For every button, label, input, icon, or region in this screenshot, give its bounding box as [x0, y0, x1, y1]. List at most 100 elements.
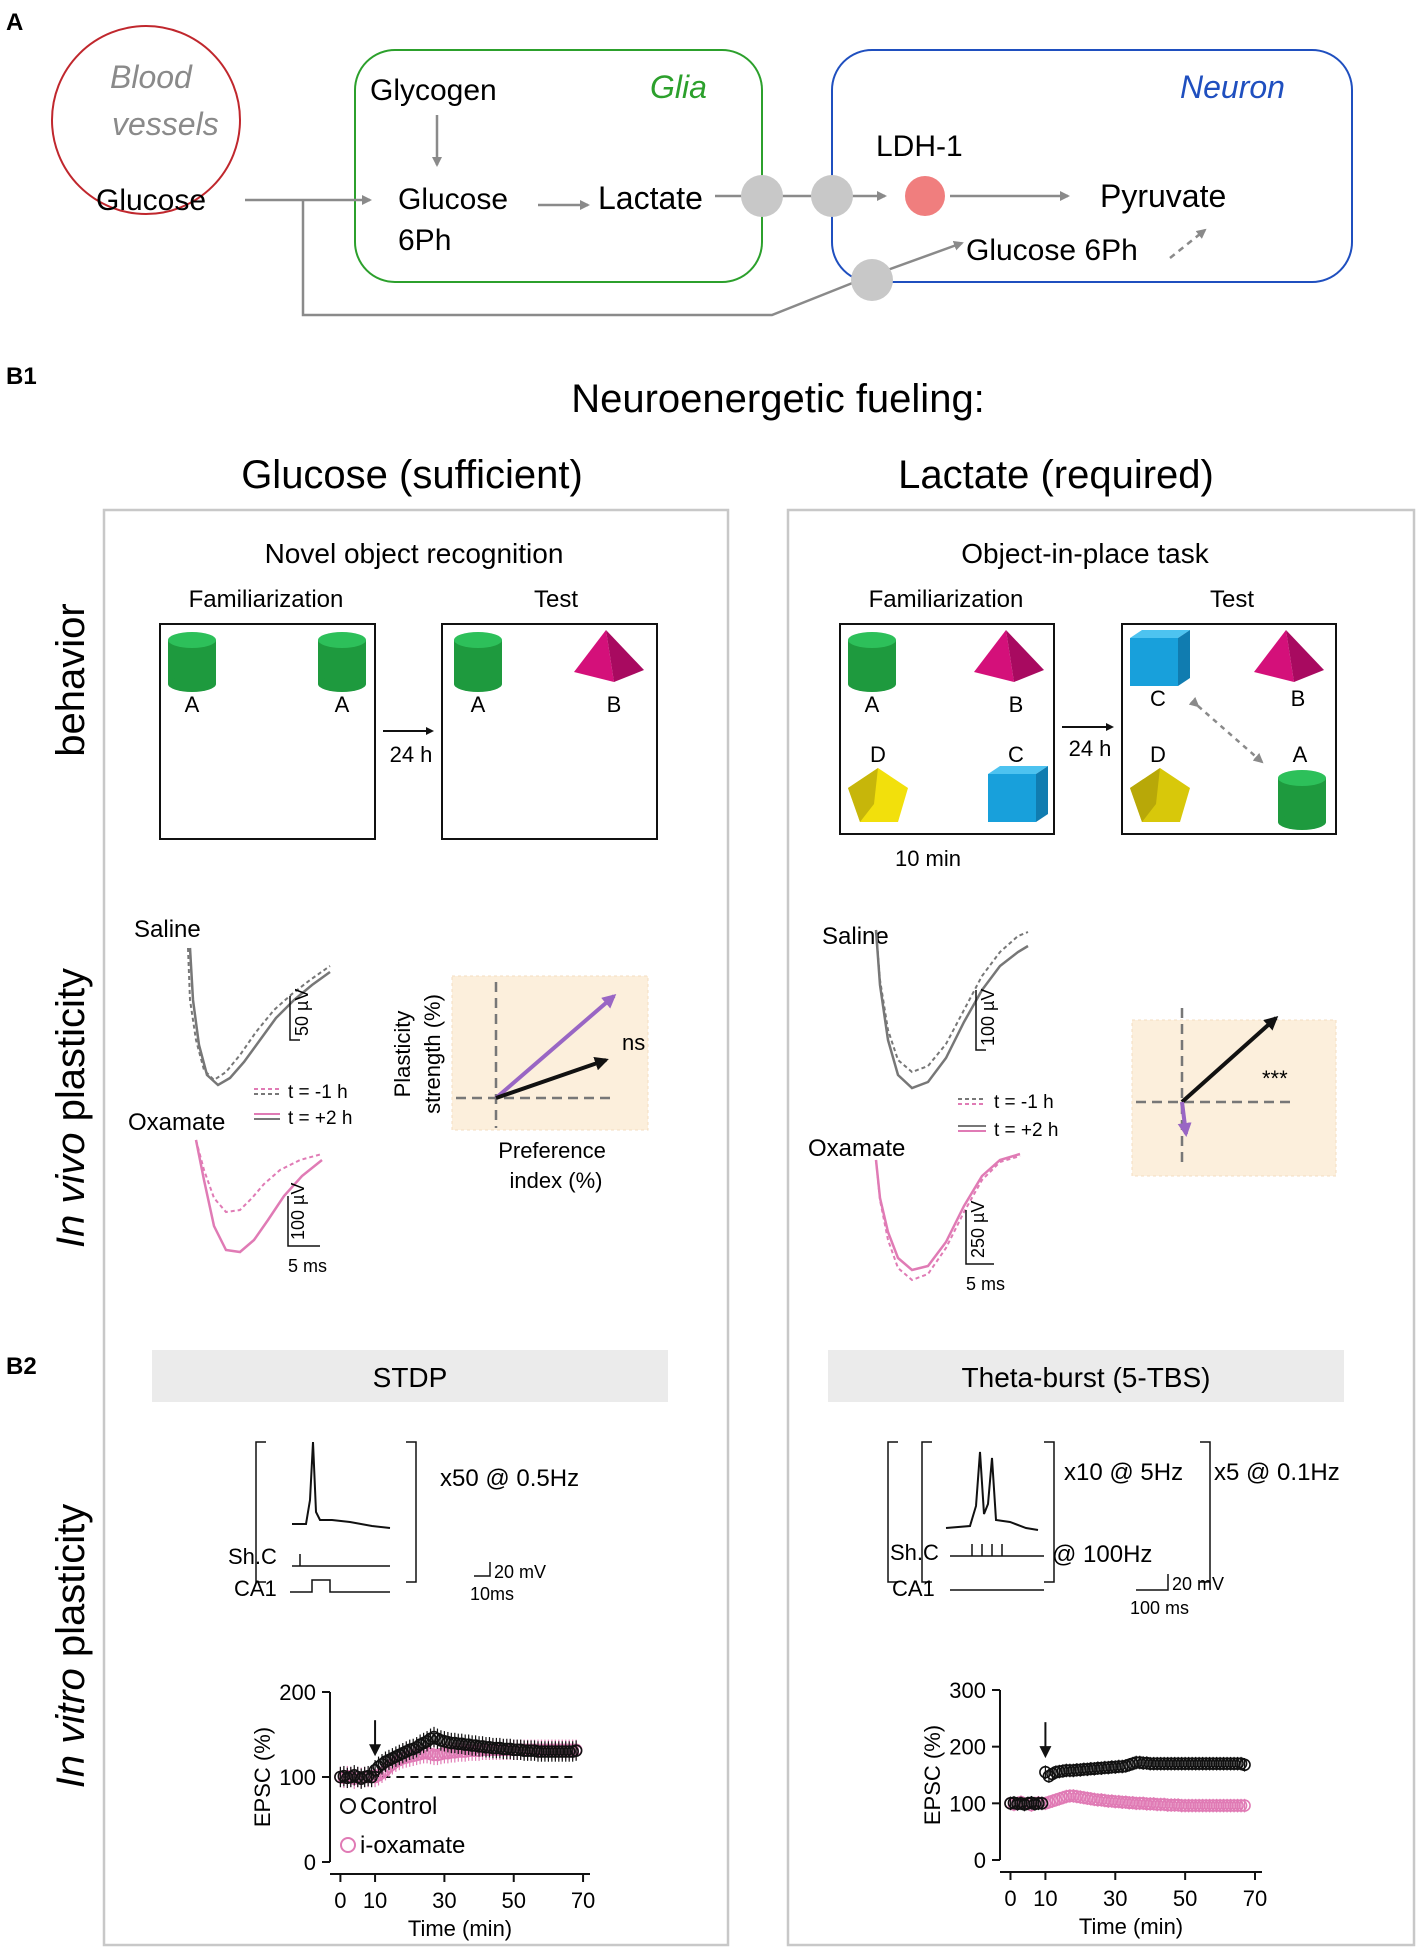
- left-saline-post-trace: [188, 947, 331, 1087]
- left-stdp-trace: [292, 1441, 391, 1529]
- right-fam-obj-a: A: [865, 692, 880, 717]
- right-ca1-label: CA1: [892, 1576, 935, 1601]
- right-bracket-outer-open: [887, 1441, 898, 1583]
- ldh-label: LDH-1: [876, 130, 963, 163]
- data-point: [569, 1744, 583, 1757]
- right-test-obj-c: C: [1150, 686, 1166, 711]
- cylinder-object: [318, 632, 366, 692]
- blood-vessels-compartment: [51, 25, 241, 215]
- right-oxamate-post-trace: [874, 1152, 1021, 1272]
- row-label-invivo-italic: In vivo: [49, 1132, 93, 1248]
- right-scale-bar: [1136, 1574, 1169, 1591]
- right-test-obj-a: A: [1293, 742, 1308, 767]
- right-familiarization-arena: [839, 623, 1055, 835]
- pyramid-object: [974, 630, 1044, 682]
- left-scale-v: 20 mV: [494, 1562, 546, 1582]
- neuron-glucose6ph-label: Glucose 6Ph: [966, 234, 1138, 267]
- left-familiarization: Familiarization: [189, 586, 344, 613]
- left-oxamate-pre-trace: [195, 1139, 323, 1214]
- y-tick-label: 100: [279, 1765, 316, 1790]
- left-vector-xlabel-2: index (%): [510, 1168, 603, 1193]
- right-saline-vector: [1180, 1016, 1279, 1104]
- y-tick-label: 200: [279, 1680, 316, 1705]
- right-shc-line: [950, 1544, 1044, 1557]
- right-fam-obj-c: C: [1008, 742, 1024, 767]
- left-scale-t: 10ms: [470, 1584, 514, 1604]
- right-test-arena: [1121, 623, 1337, 835]
- cylinder-object: [454, 632, 502, 692]
- cylinder-object: [168, 632, 216, 692]
- data-point: [1231, 1757, 1244, 1770]
- legend-oxamate-marker: [340, 1837, 356, 1853]
- right-delay: 24 h: [1069, 736, 1112, 761]
- right-scale-v: 20 mV: [1172, 1574, 1224, 1594]
- data-point: [1234, 1799, 1248, 1812]
- left-vector-ylabel-1: Plasticity: [390, 1011, 415, 1098]
- neuron-compartment: [831, 49, 1353, 283]
- right-rate: @ 100Hz: [1052, 1541, 1152, 1568]
- right-protocol-banner: [828, 1350, 1344, 1402]
- glia-glucose6ph-2: 6Ph: [398, 224, 451, 257]
- panel-b2-label: B2: [6, 1353, 37, 1380]
- pyruvate-label: Pyruvate: [1100, 178, 1226, 214]
- left-scale-bar: [474, 1562, 491, 1577]
- b1-title: Neuroenergetic fueling:: [571, 377, 985, 421]
- left-oxamate-label: Oxamate: [128, 1109, 225, 1136]
- right-legend-pre: t = -1 h: [994, 1092, 1054, 1113]
- transporter-neuron-in: [811, 175, 853, 217]
- left-fam-obj-a2: A: [335, 692, 350, 717]
- panel-b1: B1 Neuroenergetic fueling: Glucose (suff…: [6, 363, 1416, 1947]
- right-stat: ***: [1262, 1066, 1288, 1091]
- left-oxamate-vector: [495, 1056, 609, 1100]
- right-saline-label: Saline: [822, 923, 889, 950]
- x-tick-label: 50: [501, 1888, 525, 1913]
- pentagon-object: [848, 768, 908, 822]
- y-tick-label: 100: [949, 1791, 986, 1816]
- left-shc-label: Sh.C: [228, 1544, 277, 1569]
- x-tick-label: 10: [363, 1888, 387, 1913]
- neuron-title: Neuron: [1180, 69, 1285, 105]
- data-point: [410, 1740, 423, 1754]
- row-label-behavior: behavior: [49, 603, 93, 756]
- x-tick-label: 30: [432, 1888, 456, 1913]
- left-shc-line: [292, 1554, 390, 1567]
- right-fam-obj-d: D: [870, 742, 886, 767]
- x-axis-label: Time (min): [1079, 1914, 1183, 1939]
- left-saline-scale-label: 50 µV: [292, 989, 312, 1036]
- x-axis-label: Time (min): [408, 1916, 512, 1941]
- y-tick-label: 0: [974, 1848, 986, 1873]
- y-axis-label: EPSC (%): [250, 1727, 275, 1827]
- glucose-frame: [102, 508, 730, 1947]
- arrow-blood-to-neuron: [301, 200, 964, 317]
- data-point: [1238, 1799, 1251, 1812]
- pentagon-object: [1130, 768, 1190, 822]
- right-bracket-inner-open: [921, 1441, 932, 1583]
- x-tick-label: 0: [334, 1888, 346, 1913]
- right-repeat-inner: x10 @ 5Hz: [1064, 1459, 1183, 1486]
- right-oxamate-scale-label: 250 µV: [968, 1201, 988, 1258]
- right-test-obj-b: B: [1291, 686, 1306, 711]
- left-oxamate-scale: [287, 1196, 320, 1247]
- glia-glucose6ph-1: Glucose: [398, 183, 508, 216]
- glia-compartment: [354, 49, 763, 283]
- right-vector-plot-bg: [1131, 1019, 1337, 1177]
- induction-arrowhead: [1039, 1746, 1052, 1759]
- cylinder-object: [1278, 770, 1326, 830]
- right-scale-t: 100 ms: [1130, 1598, 1189, 1618]
- legend-control-marker: [340, 1798, 356, 1814]
- right-shc-label: Sh.C: [890, 1540, 939, 1565]
- y-axis-label: EPSC (%): [920, 1725, 945, 1825]
- y-tick-label: 300: [949, 1678, 986, 1703]
- right-test-obj-d: D: [1150, 742, 1166, 767]
- cylinder-object: [848, 632, 896, 692]
- left-protocol-banner: [152, 1350, 668, 1402]
- left-legend-oxamate: i-oxamate: [360, 1832, 465, 1859]
- left-bracket-close: [406, 1441, 417, 1583]
- right-familiarization: Familiarization: [869, 586, 1024, 613]
- glycogen-label: Glycogen: [370, 74, 497, 107]
- left-oxamate-scale-label: 100 µV: [288, 1183, 308, 1240]
- row-label-invivo-rest: plasticity: [49, 968, 93, 1133]
- left-vector-ylabel-2: strength (%): [420, 994, 445, 1114]
- transporter-glia-out: [741, 175, 783, 217]
